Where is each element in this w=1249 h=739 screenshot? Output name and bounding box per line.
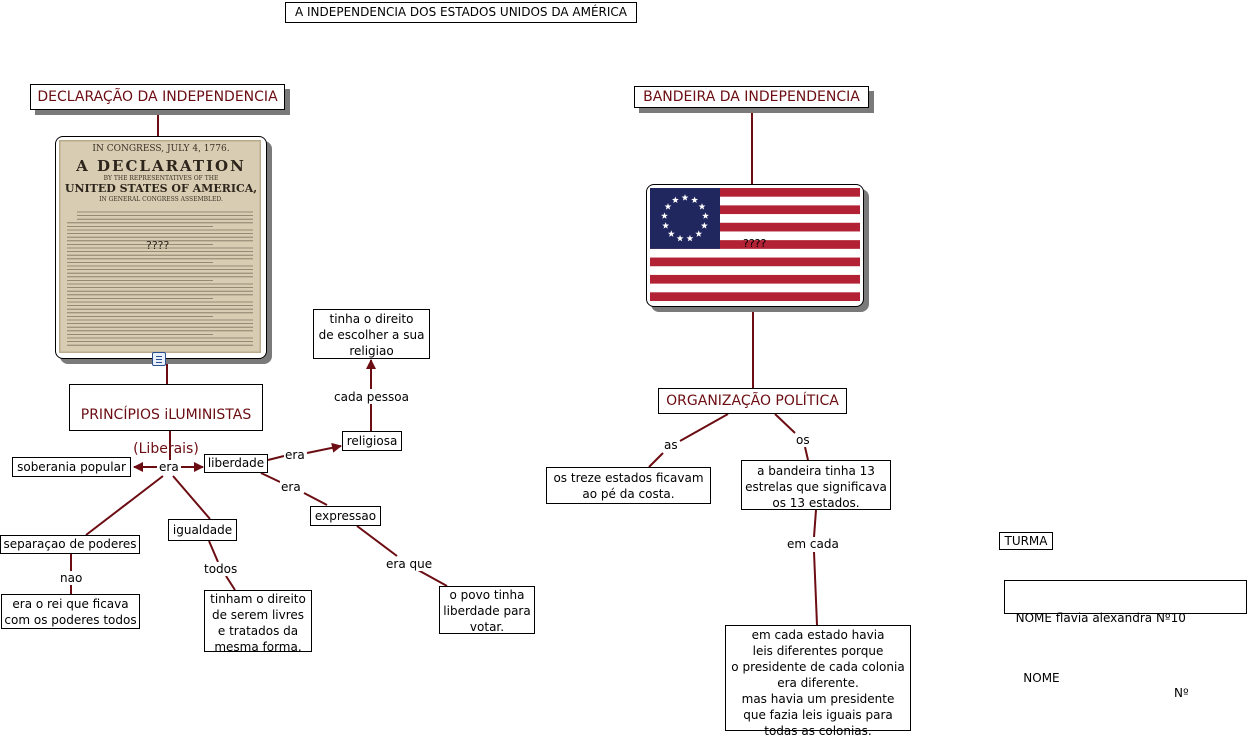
bandeira-heading[interactable]: BANDEIRA DA INDEPENDENCIA [634,86,869,108]
nome-line-2-number: Nº [1174,686,1189,700]
flag-placeholder: ???? [743,237,767,250]
separacao-poderes-node[interactable]: separaçao de poderes [0,535,140,554]
declaration-line-4: UNITED STATES OF AMERICA, [64,182,258,195]
declaration-placeholder: ???? [146,239,170,252]
igualdade-node[interactable]: igualdade [168,519,237,541]
link-label-nao: nao [59,571,84,585]
link-label-em-cada: em cada [786,537,840,551]
soberania-popular-node[interactable]: soberania popular [12,457,131,477]
link-label-era-expressao: era [280,480,302,494]
nome-line-1: NOME flavia alexandra Nº10 [1008,611,1186,625]
document-icon[interactable] [152,352,166,366]
declaration-picture[interactable]: IN CONGRESS, JULY 4, 1776. A DECLARATION… [55,136,267,359]
rei-node[interactable]: era o rei que ficava com os poderes todo… [1,594,140,629]
link-label-as: as [663,438,679,452]
flag-picture[interactable]: ???? [646,184,864,307]
link-label-era-religiosa: era [284,448,306,462]
religiao-node[interactable]: tinha o direito de escolher a sua religi… [313,309,430,359]
us-flag-image [650,188,860,301]
declaration-line-2: A DECLARATION [76,157,246,175]
link-label-todos: todos [203,562,239,576]
principios-heading-line1: PRINCÍPIOS iLUMINISTAS [80,407,252,423]
nome-node[interactable]: NOME flavia alexandra Nº10 NOME Nº [1004,580,1247,700]
estrelas-node[interactable]: a bandeira tinha 13 estrelas que signifi… [741,460,891,510]
declaration-line-3: BY THE REPRESENTATIVES OF THE [103,175,219,182]
declaration-document-image [59,140,261,353]
treze-estados-node[interactable]: os treze estados ficavam ao pé da costa. [546,467,711,504]
principios-heading[interactable]: PRINCÍPIOS iLUMINISTAS (Liberais) [69,384,263,457]
liberdade-node[interactable]: liberdade [204,454,268,473]
nome-line-2-label: NOME [1023,671,1060,685]
link-label-era-que: era que [385,557,434,571]
turma-node[interactable]: TURMA [999,532,1053,550]
leis-node[interactable]: em cada estado havia leis diferentes por… [725,625,911,738]
religiosa-node[interactable]: religiosa [342,431,402,451]
votar-node[interactable]: o povo tinha liberdade para votar. [439,586,535,634]
expressao-node[interactable]: expressao [310,506,381,526]
page-title: A INDEPENDENCIA DOS ESTADOS UNIDOS DA AM… [285,2,637,23]
declaration-line-5: IN GENERAL CONGRESS ASSEMBLED. [99,196,223,203]
link-label-os: os [795,433,811,447]
declaration-line-1: IN CONGRESS, JULY 4, 1776. [92,144,230,154]
organizacao-heading[interactable]: ORGANIZAÇÃO POLÍTICA [658,388,847,414]
principios-heading-line2: (Liberais) [133,441,199,457]
link-label-era: era [158,460,180,474]
direito-livres-node[interactable]: tinham o direito de serem livres e trata… [204,590,312,654]
link-label-cada-pessoa: cada pessoa [333,390,410,404]
declaracao-heading[interactable]: DECLARAÇÃO DA INDEPENDENCIA [30,84,285,110]
